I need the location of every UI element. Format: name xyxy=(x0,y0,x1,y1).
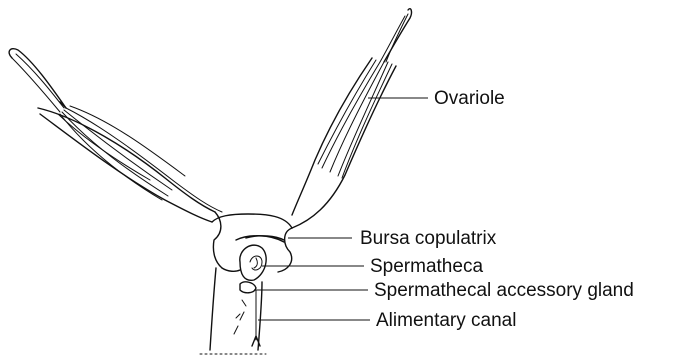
central-body xyxy=(212,212,292,272)
bursa-copulatrix xyxy=(236,236,284,242)
label-spermathecal-accessory-gland: Spermathecal accessory gland xyxy=(374,280,634,301)
label-bursa-copulatrix: Bursa copulatrix xyxy=(360,228,497,249)
label-ovariole: Ovariole xyxy=(434,88,505,109)
right-ovary xyxy=(292,9,411,228)
alimentary-canal xyxy=(200,268,266,354)
spermathecal-accessory-gland xyxy=(240,282,256,293)
label-alimentary-canal: Alimentary canal xyxy=(376,310,516,331)
left-ovary xyxy=(9,49,222,222)
label-spermatheca: Spermatheca xyxy=(370,256,483,277)
spermatheca xyxy=(240,245,266,280)
